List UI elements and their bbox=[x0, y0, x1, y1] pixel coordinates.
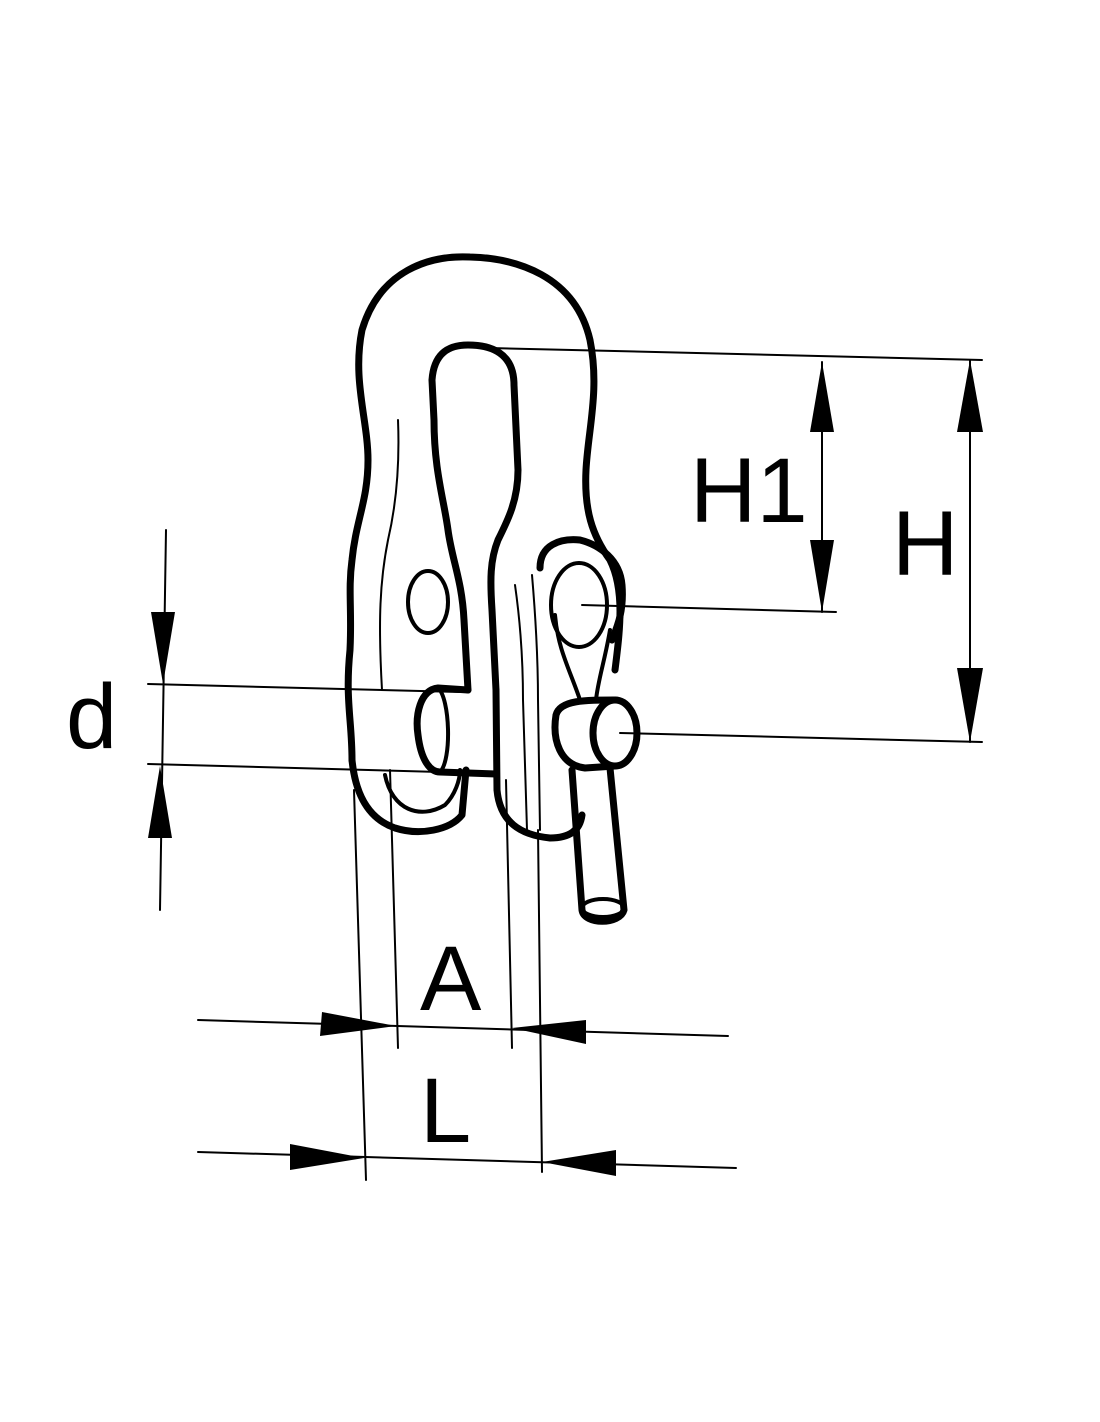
shackle-inner-slot bbox=[428, 341, 522, 694]
a-label: A bbox=[420, 928, 482, 1030]
shackle-left-leg-bottom bbox=[348, 756, 470, 836]
h1-bottom-extension bbox=[581, 604, 837, 613]
toggle-handle-end bbox=[580, 897, 626, 919]
a-dimension-line bbox=[197, 1019, 729, 1037]
right-face-contour bbox=[514, 584, 528, 831]
h1-label: H1 bbox=[690, 440, 808, 542]
d-top-extension bbox=[147, 683, 461, 693]
h-arrow-bottom bbox=[957, 668, 983, 742]
pin-body bbox=[413, 684, 500, 778]
d-dimension-line bbox=[159, 529, 167, 911]
d-bottom-extension bbox=[147, 763, 441, 773]
a-arrow-right bbox=[512, 1020, 586, 1044]
l-dimension-line bbox=[197, 1151, 737, 1169]
a-arrow-left bbox=[320, 1012, 396, 1036]
left-lower-curve bbox=[383, 768, 462, 814]
ear-neck bbox=[553, 613, 582, 702]
a-left-extension bbox=[389, 769, 399, 1049]
pin-head-collar bbox=[551, 696, 619, 772]
h1-arrow-top bbox=[810, 362, 834, 432]
l-arrow-right bbox=[542, 1150, 616, 1176]
a-right-extension bbox=[505, 779, 513, 1049]
h-label: H bbox=[892, 493, 958, 595]
h-arrow-top bbox=[957, 360, 983, 432]
h1-top-extension bbox=[489, 347, 983, 361]
d-arrow-top bbox=[151, 612, 175, 684]
ear-neck-2 bbox=[594, 628, 612, 702]
right-face-contour-2 bbox=[531, 574, 541, 831]
l-left-extension bbox=[353, 789, 367, 1181]
d-arrow-bottom bbox=[148, 766, 172, 838]
right-ear-outline bbox=[536, 536, 626, 644]
left-pin-hole bbox=[406, 569, 450, 635]
d-label: d bbox=[66, 666, 117, 768]
l-right-extension bbox=[537, 829, 543, 1173]
shackle-outer-outline bbox=[344, 253, 624, 764]
l-arrow-left bbox=[290, 1144, 364, 1170]
h-bottom-extension bbox=[619, 732, 983, 743]
pin-body-top bbox=[436, 686, 450, 774]
l-label: L bbox=[420, 1060, 471, 1162]
h1-arrow-bottom bbox=[810, 540, 834, 612]
left-face-contour bbox=[379, 419, 400, 691]
